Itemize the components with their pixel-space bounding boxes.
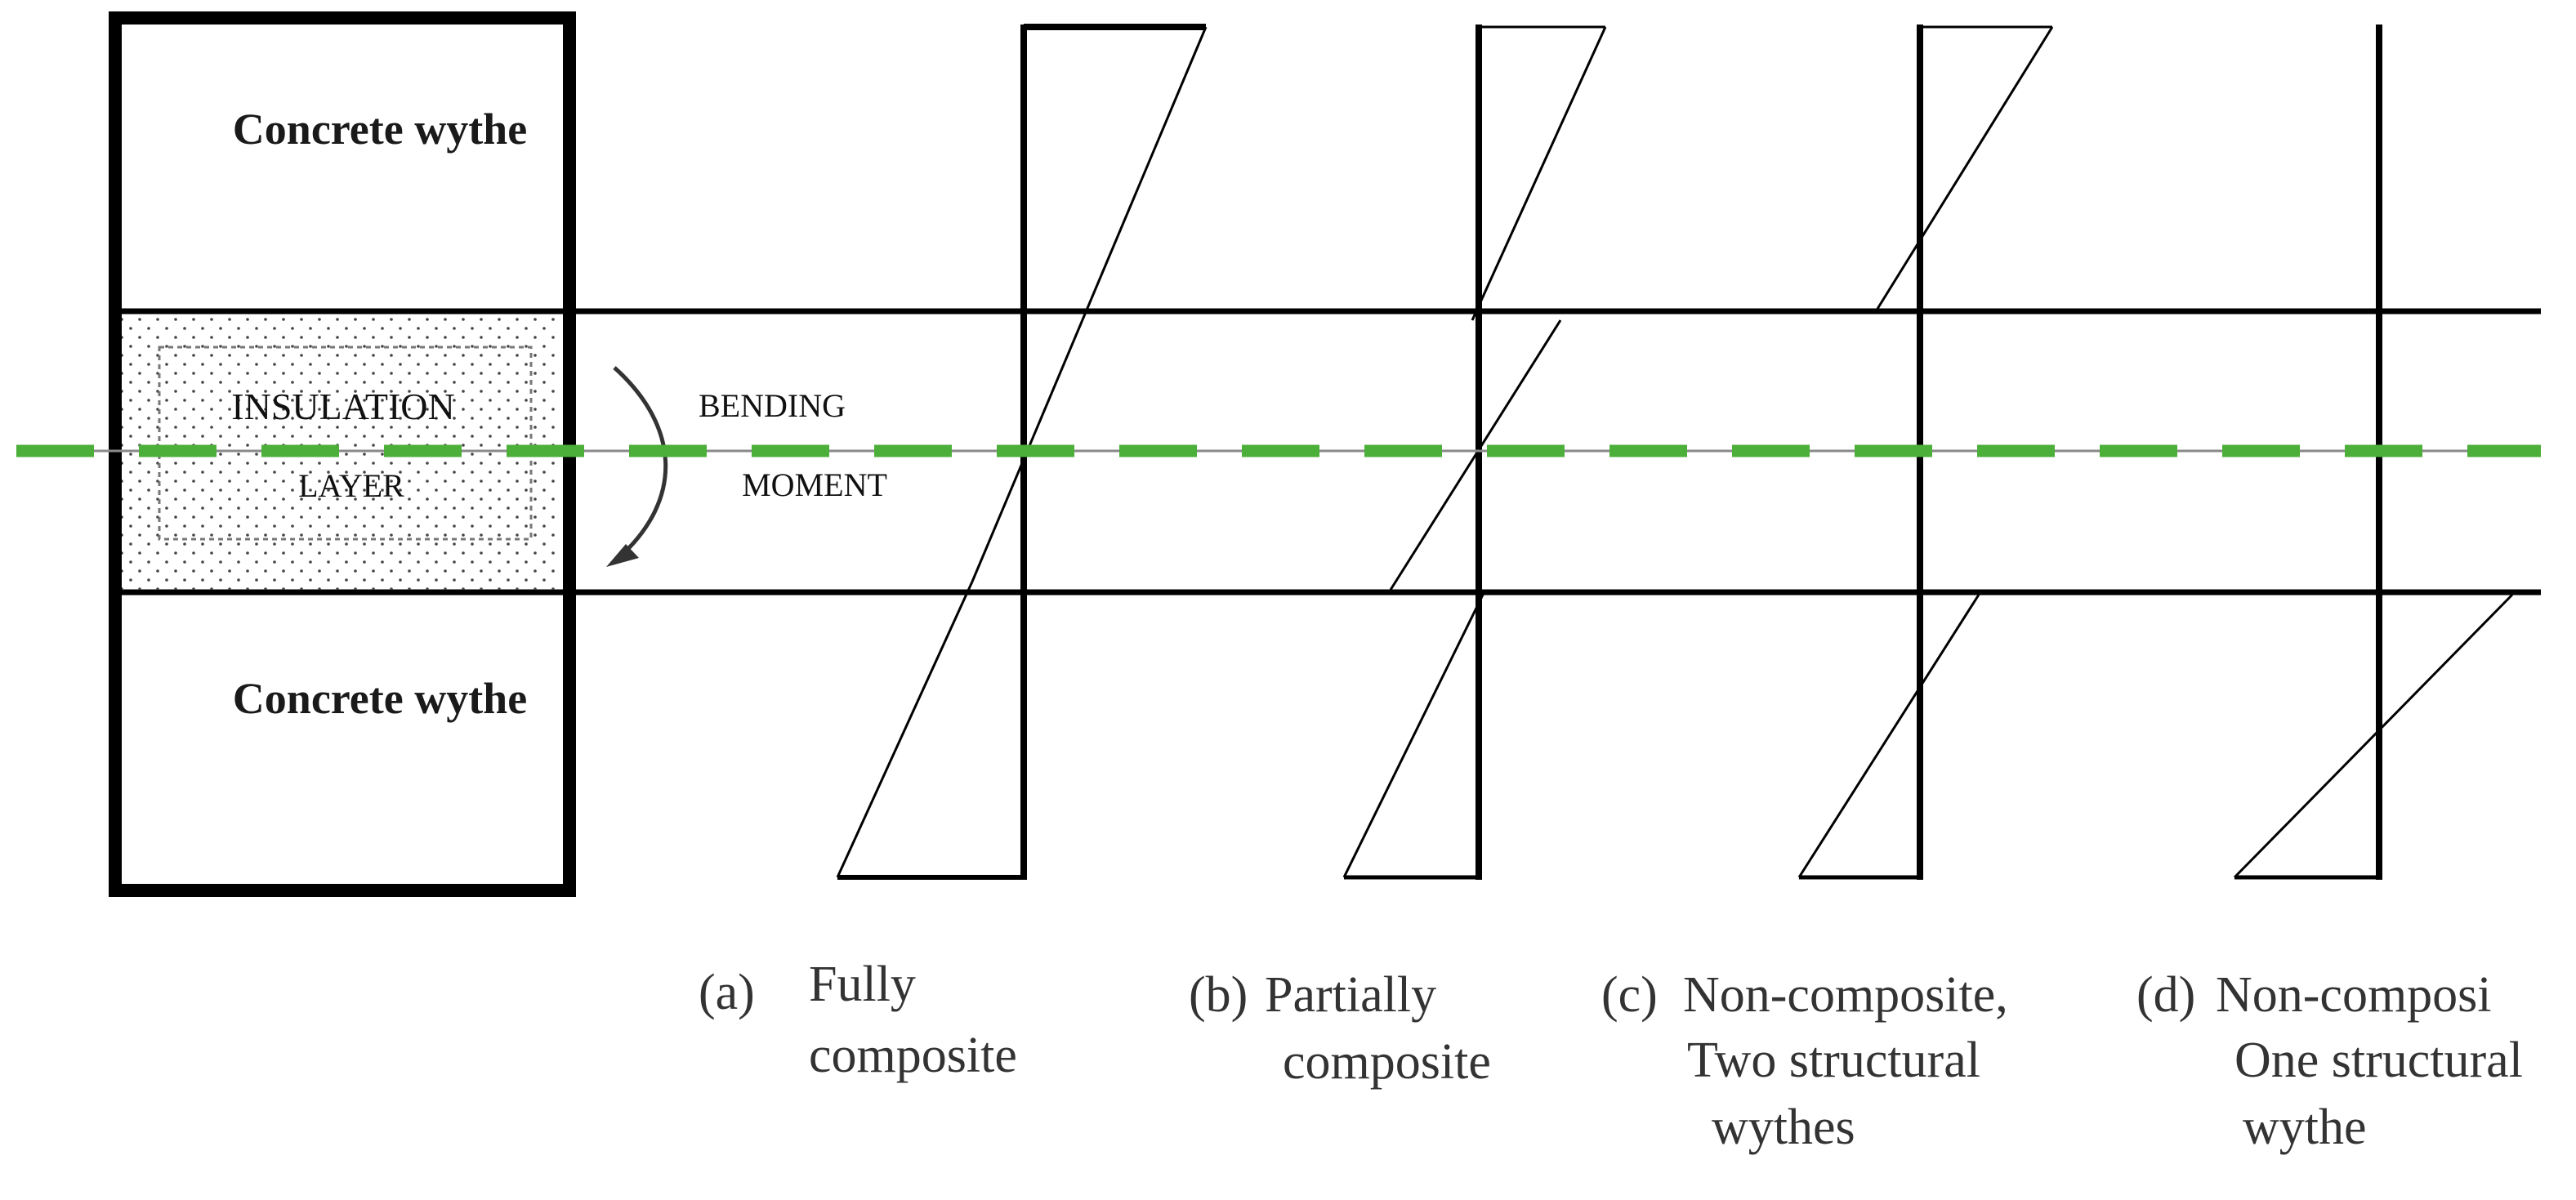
caption-d-line2: One structural bbox=[2234, 1033, 2523, 1088]
insulation-label-line2: LAYER bbox=[298, 467, 404, 504]
caption-c-line1: Non-composite, bbox=[1683, 967, 2008, 1023]
bending-moment-label-line2: MOMENT bbox=[742, 466, 887, 503]
caption-b: (b) Partially composite bbox=[1189, 967, 1491, 1090]
caption-d-prefix: (d) bbox=[2136, 967, 2195, 1023]
caption-d-line3: wythe bbox=[2243, 1100, 2367, 1155]
bending-moment-arrow bbox=[606, 366, 668, 567]
caption-a-prefix: (a) bbox=[699, 965, 755, 1020]
top-wythe-label: Concrete wythe bbox=[233, 105, 527, 154]
insulation-inner-outline bbox=[158, 346, 533, 541]
caption-a-line2: composite bbox=[809, 1028, 1017, 1083]
caption-c-prefix: (c) bbox=[1601, 967, 1658, 1023]
insulation-label-line1: INSULATION bbox=[231, 386, 454, 427]
caption-a: (a) Fully composite bbox=[699, 957, 1017, 1083]
caption-c-line2: Two structural bbox=[1687, 1033, 1980, 1088]
caption-b-prefix: (b) bbox=[1189, 967, 1248, 1023]
caption-c: (c) Non-composite, Two structural wythes bbox=[1601, 967, 2008, 1155]
bottom-wythe-label: Concrete wythe bbox=[233, 674, 527, 723]
caption-a-line1: Fully bbox=[809, 957, 916, 1012]
caption-c-line3: wythes bbox=[1712, 1100, 1855, 1155]
caption-b-line1: Partially bbox=[1265, 967, 1436, 1023]
caption-d: (d) Non-composi One structural wythe bbox=[2136, 967, 2523, 1155]
caption-d-line1: Non-composi bbox=[2216, 967, 2492, 1023]
bending-moment-label-line1: BENDING bbox=[699, 387, 846, 424]
caption-b-line2: composite bbox=[1283, 1034, 1491, 1090]
